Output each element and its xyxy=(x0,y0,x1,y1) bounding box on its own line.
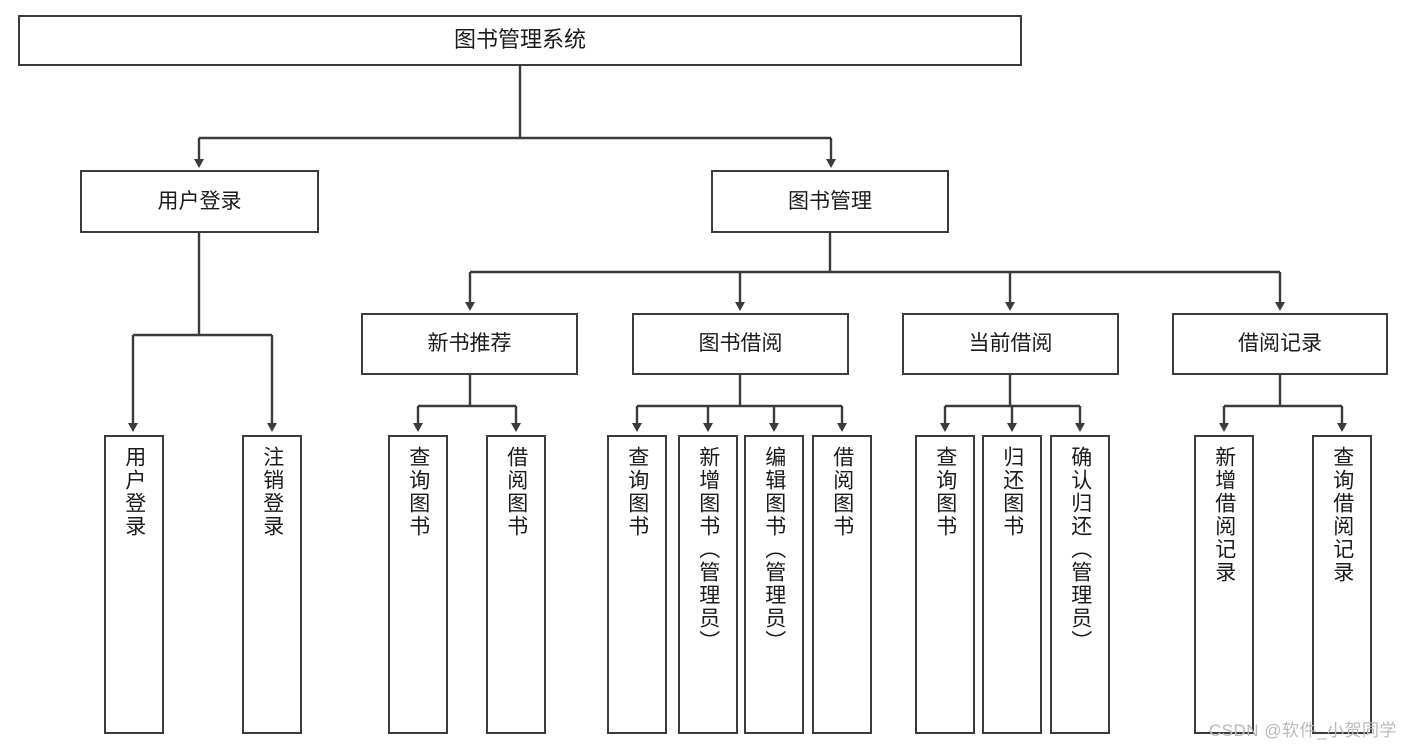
node-leaf-query-books-1[interactable]: 查询图书 xyxy=(388,435,448,734)
node-label: 新增图书（管理员） xyxy=(696,446,720,653)
node-label: 确认归还（管理员） xyxy=(1068,446,1092,653)
node-label: 新书推荐 xyxy=(427,332,512,356)
node-leaf-add-book[interactable]: 新增图书（管理员） xyxy=(678,435,738,734)
node-leaf-borrow-books-2[interactable]: 借阅图书 xyxy=(812,435,872,734)
node-label: 查询图书 xyxy=(406,446,430,538)
node-leaf-query-books-3[interactable]: 查询图书 xyxy=(915,435,975,734)
node-label: 图书管理系统 xyxy=(453,27,586,53)
node-label: 归还图书 xyxy=(1000,446,1024,538)
node-label: 查询借阅记录 xyxy=(1330,446,1354,584)
node-label: 查询图书 xyxy=(625,446,649,538)
node-label: 当前借阅 xyxy=(968,332,1053,356)
node-label: 借阅记录 xyxy=(1238,332,1322,356)
node-label: 用户登录 xyxy=(157,189,242,213)
node-label: 新增借阅记录 xyxy=(1212,446,1236,584)
node-root-system[interactable]: 图书管理系统 xyxy=(18,15,1022,66)
node-current-borrow[interactable]: 当前借阅 xyxy=(902,313,1119,375)
node-user-login[interactable]: 用户登录 xyxy=(80,170,319,233)
node-leaf-query-books-2[interactable]: 查询图书 xyxy=(607,435,667,734)
node-label: 编辑图书（管理员） xyxy=(762,446,786,653)
node-new-book-recommend[interactable]: 新书推荐 xyxy=(361,313,578,375)
node-leaf-confirm-return[interactable]: 确认归还（管理员） xyxy=(1050,435,1110,734)
node-leaf-edit-book[interactable]: 编辑图书（管理员） xyxy=(744,435,804,734)
node-book-borrow[interactable]: 图书借阅 xyxy=(632,313,849,375)
node-leaf-return-book[interactable]: 归还图书 xyxy=(982,435,1042,734)
node-label: 借阅图书 xyxy=(504,446,528,538)
node-label: 用户登录 xyxy=(122,446,146,538)
node-book-management[interactable]: 图书管理 xyxy=(711,170,949,233)
node-label: 借阅图书 xyxy=(830,446,854,538)
node-leaf-query-record[interactable]: 查询借阅记录 xyxy=(1312,435,1372,734)
node-leaf-add-record[interactable]: 新增借阅记录 xyxy=(1194,435,1254,734)
node-label: 查询图书 xyxy=(933,446,957,538)
node-label: 注销登录 xyxy=(260,446,284,538)
watermark: CSDN @软件_小贺同学 xyxy=(1208,721,1397,740)
node-leaf-user-login[interactable]: 用户登录 xyxy=(104,435,164,734)
node-label: 图书管理 xyxy=(788,189,872,213)
node-leaf-borrow-books-1[interactable]: 借阅图书 xyxy=(486,435,546,734)
node-leaf-logout-login[interactable]: 注销登录 xyxy=(242,435,302,734)
node-borrow-record[interactable]: 借阅记录 xyxy=(1172,313,1388,375)
node-label: 图书借阅 xyxy=(698,332,783,356)
